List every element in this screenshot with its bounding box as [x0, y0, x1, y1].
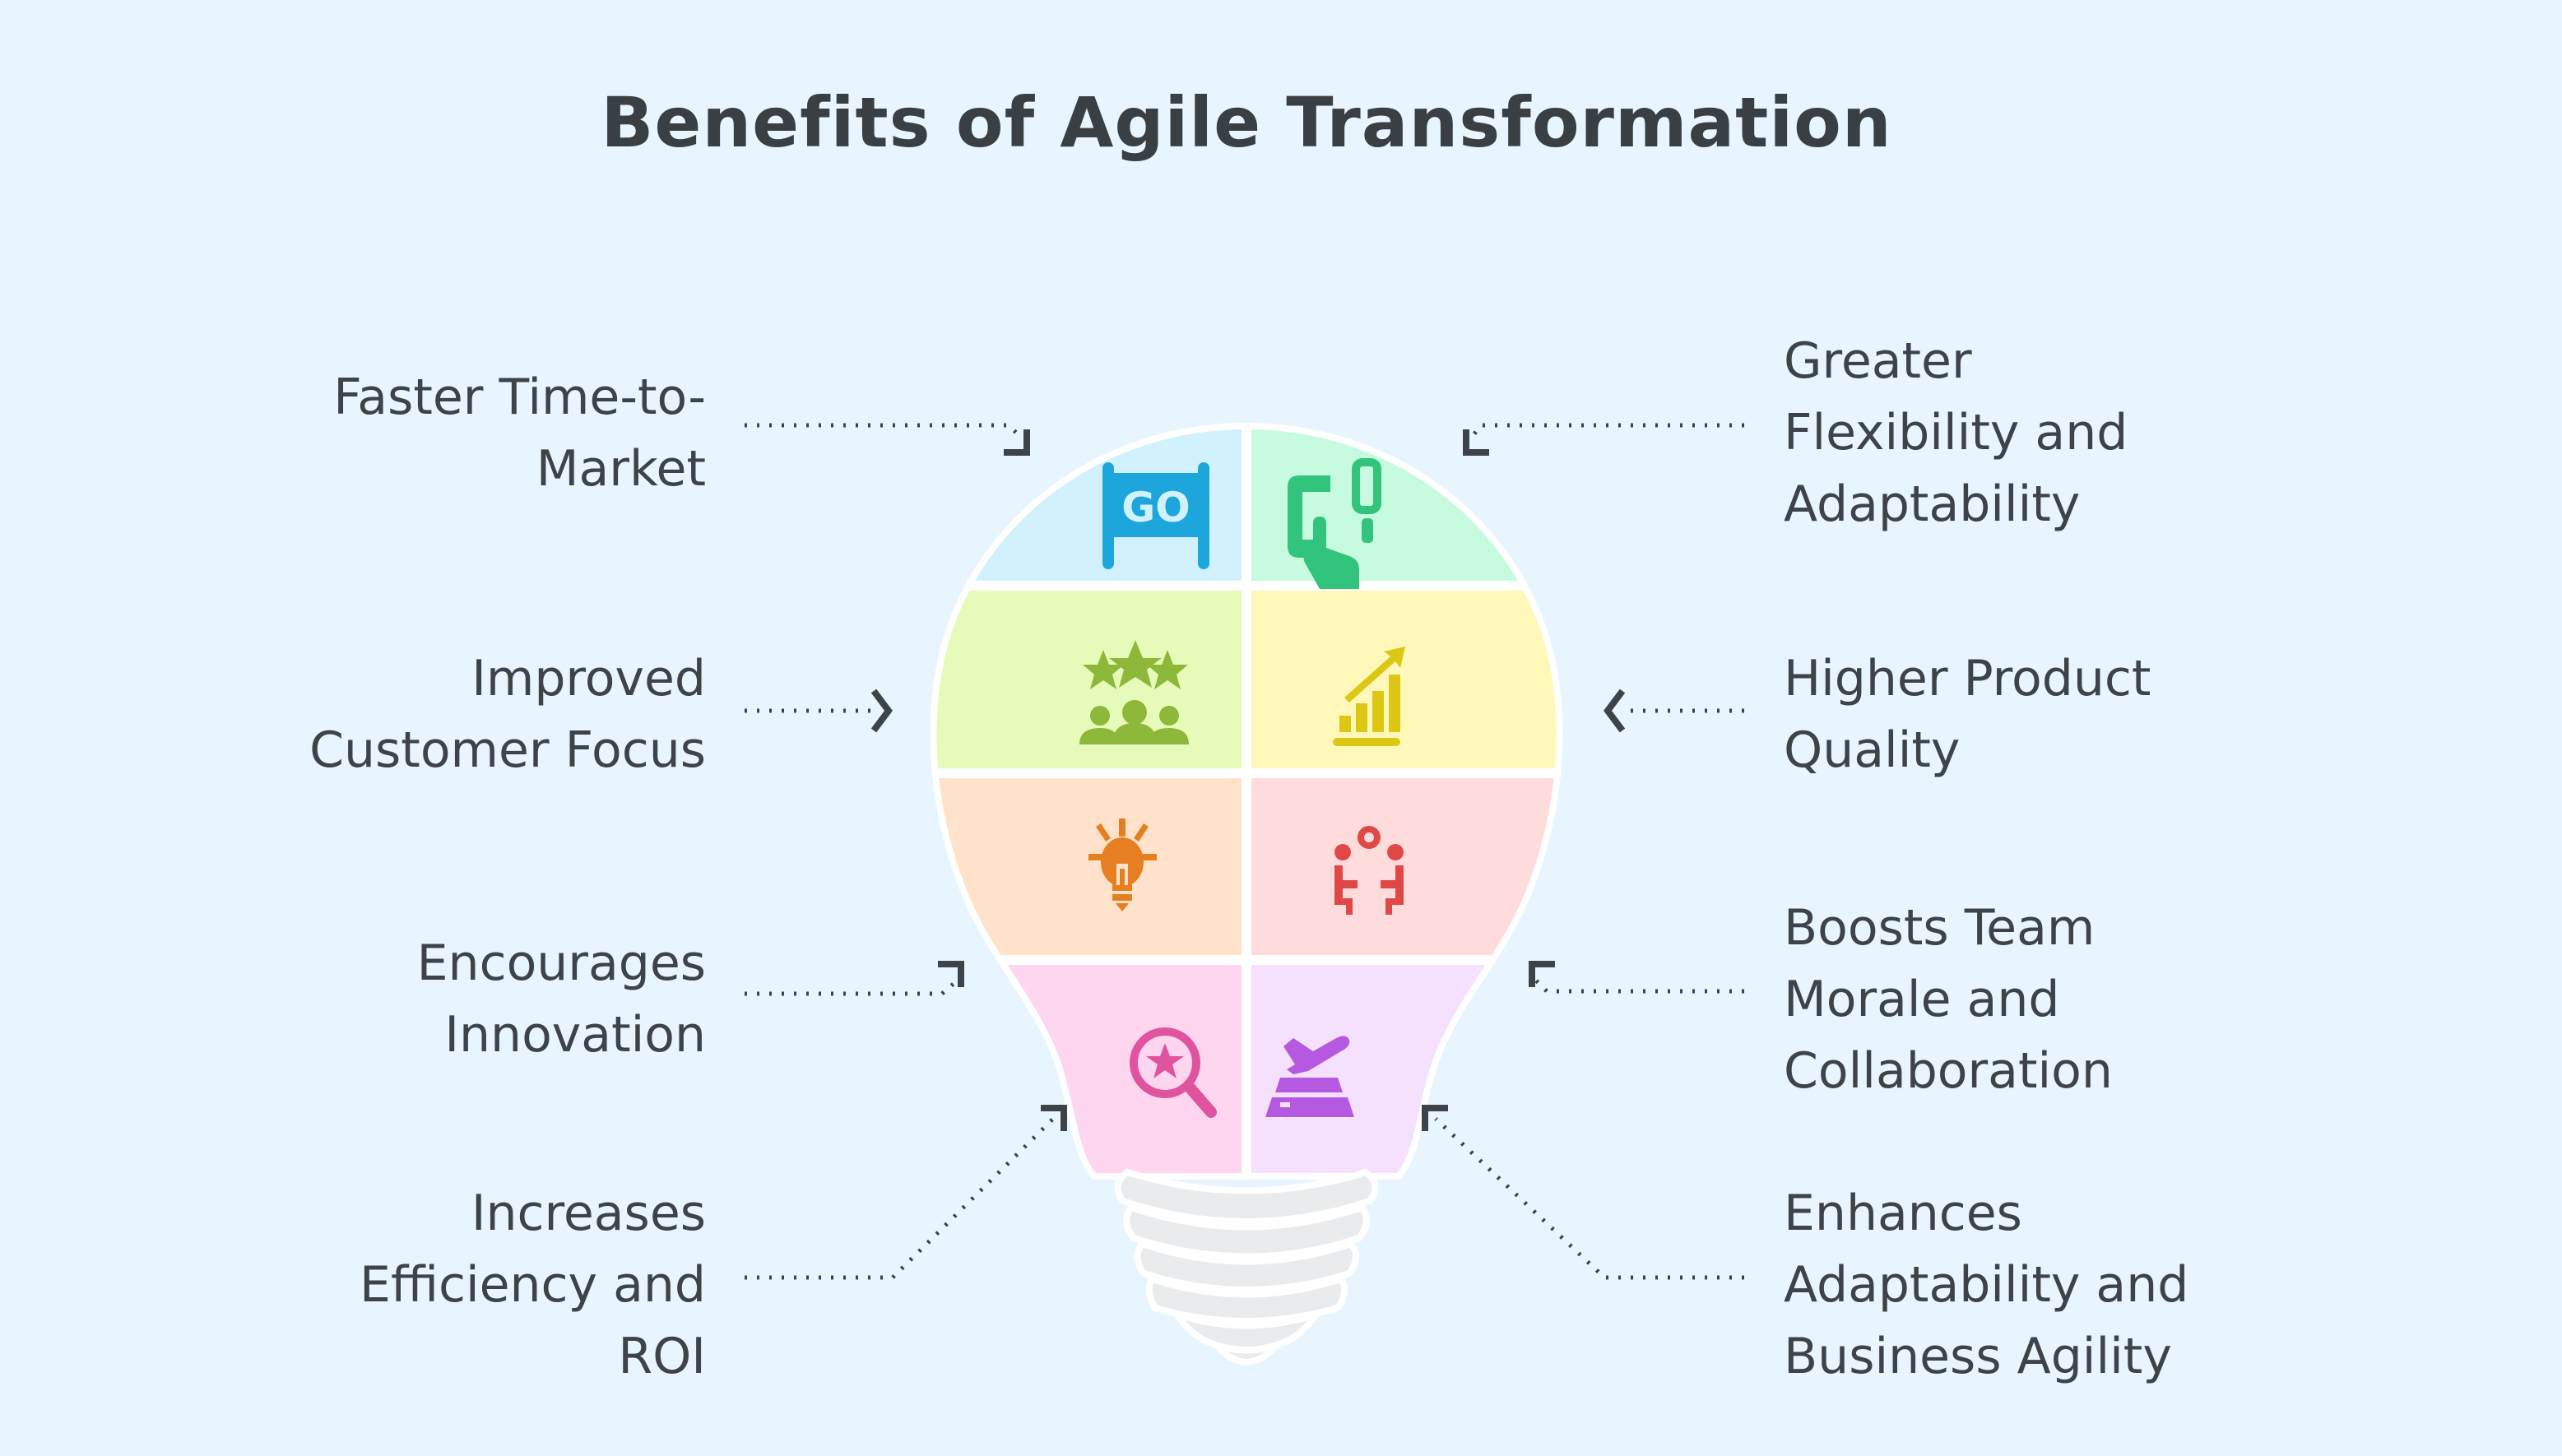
- label-boosts-team-morale: Boosts Team Morale and Collaboration: [1784, 899, 2113, 1100]
- label-enhances-business-agility: Enhances Adaptability and Business Agili…: [1784, 1185, 2189, 1385]
- corner-arrow-icon: [1463, 429, 1489, 456]
- customer-rating-icon: [1079, 640, 1189, 744]
- bulb-base: [1114, 1168, 1379, 1366]
- page-title: Benefits of Agile Transformation: [601, 82, 1892, 163]
- label-faster-time-to-market: Faster Time-to- Market: [333, 369, 706, 498]
- corner-arrow-icon: [1041, 1105, 1067, 1131]
- connector-innovation: [745, 981, 956, 996]
- plane-landing-icon: [1265, 1036, 1354, 1117]
- chevron-right-icon: [870, 689, 893, 733]
- label-greater-flexibility: Greater Flexibility and Adaptability: [1784, 332, 2128, 533]
- corner-arrow-icon: [1422, 1105, 1448, 1131]
- connector-efficiency-roi: [745, 1117, 1055, 1280]
- cell-innovation: [933, 773, 1246, 960]
- team-collaboration-icon: [1334, 826, 1404, 915]
- label-encourages-innovation: Encourages Innovation: [416, 934, 706, 1064]
- lightbulb-idea-icon: [1088, 818, 1157, 911]
- connector-business-agility: [1434, 1117, 1744, 1280]
- corner-arrow-icon: [938, 961, 964, 987]
- connector-faster-time-to-market: [745, 423, 1022, 438]
- connectors: [745, 423, 1744, 1280]
- search-star-icon: [1130, 1027, 1217, 1118]
- connector-team-morale: [1533, 977, 1744, 994]
- connector-heads: [870, 429, 1626, 1131]
- go-banner-icon: GO: [1102, 462, 1209, 569]
- cell-product-quality: [1246, 586, 1560, 773]
- growth-chart-icon: [1333, 647, 1405, 746]
- corner-arrow-icon: [1529, 961, 1555, 987]
- chevron-left-icon: [1604, 689, 1626, 733]
- label-improved-customer-focus: Improved Customer Focus: [309, 650, 706, 779]
- corner-arrow-icon: [1004, 429, 1030, 456]
- connector-greater-flexibility: [1471, 423, 1744, 438]
- label-increases-efficiency-roi: Increases Efficiency and ROI: [360, 1185, 706, 1385]
- bulb-outline: [930, 422, 1563, 1180]
- svg-text:GO: GO: [1121, 484, 1190, 531]
- touch-device-icon: [1288, 458, 1381, 589]
- label-higher-product-quality: Higher Product Quality: [1784, 650, 2151, 779]
